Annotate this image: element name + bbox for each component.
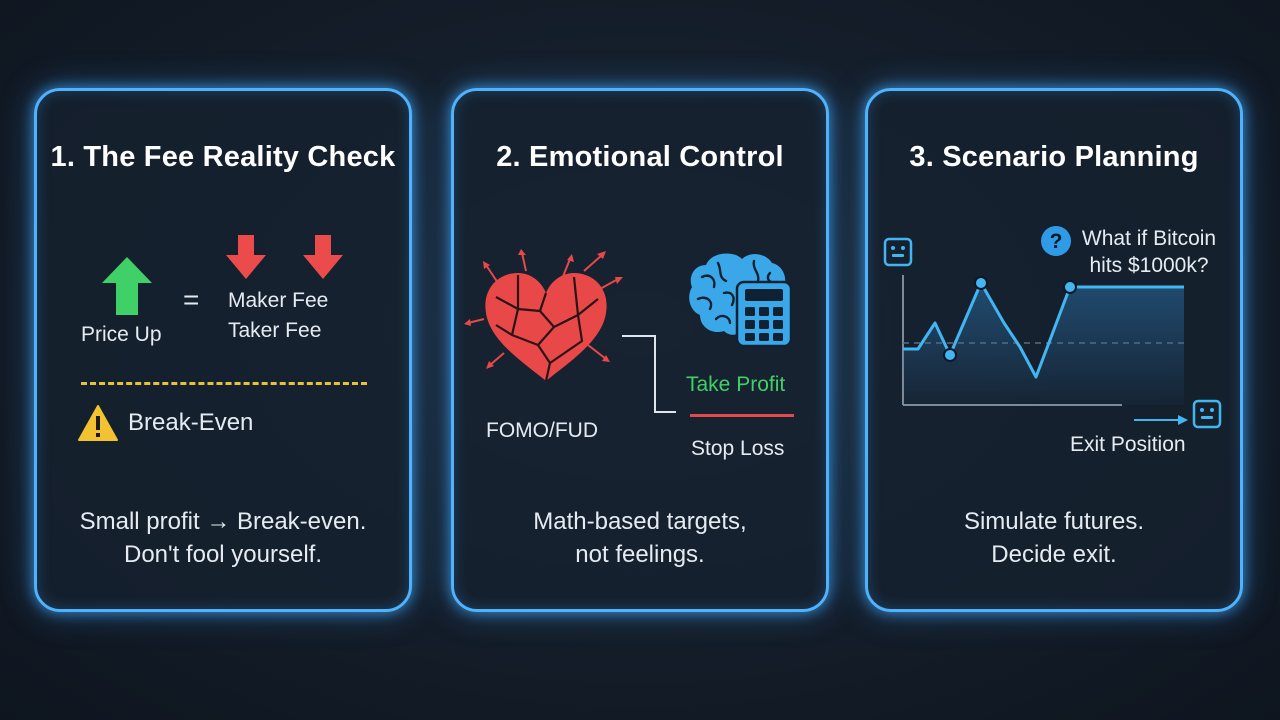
exit-position-label: Exit Position <box>1070 433 1186 456</box>
taker-fee-label: Taker Fee <box>228 319 322 342</box>
fee-reality-check-card: 1. The Fee Reality Check Price Up = Make… <box>34 88 412 612</box>
question-icon: ? <box>1041 226 1071 256</box>
fomo-fud-label: FOMO/FUD <box>486 419 598 442</box>
emotional-control-card: 2. Emotional Control FOMO/FUD <box>451 88 829 612</box>
brain-icon <box>689 253 786 335</box>
scenario-planning-card: 3. Scenario Planning ? What if Bitcoin h… <box>865 88 1243 612</box>
connector-line <box>622 335 676 413</box>
price-up-label: Price Up <box>81 323 162 346</box>
breakeven-dashed-line <box>81 382 367 385</box>
card-title: 1. The Fee Reality Check <box>50 141 396 173</box>
card-caption: Math-based targets, not feelings. <box>533 508 747 568</box>
svg-text:?: ? <box>1050 230 1063 253</box>
warning-icon <box>78 405 118 441</box>
arrow-down-icon <box>226 235 266 279</box>
equals-sign: = <box>183 284 200 315</box>
stop-loss-label: Stop Loss <box>691 437 785 460</box>
calculator-icon <box>735 280 793 348</box>
scenario-line-chart <box>902 275 1184 406</box>
arrow-up-icon <box>102 257 152 315</box>
broken-heart-icon <box>464 249 623 382</box>
take-profit-label: Take Profit <box>686 373 786 396</box>
scenario-icon <box>883 237 913 267</box>
card-caption: Simulate futures. Decide exit. <box>963 508 1145 568</box>
exit-icon <box>1192 399 1222 429</box>
take-profit-line <box>690 414 794 417</box>
card-title: 2. Emotional Control <box>496 141 784 173</box>
card-caption: Small profit → Break-even. Don't fool yo… <box>79 508 367 568</box>
breakeven-label: Break-Even <box>128 409 254 436</box>
scenario-question: What if Bitcoin hits $1000k? <box>1081 227 1217 277</box>
maker-fee-label: Maker Fee <box>228 289 329 312</box>
card-title: 3. Scenario Planning <box>909 141 1199 173</box>
arrow-down-icon <box>303 235 343 279</box>
exit-arrow <box>1134 415 1188 425</box>
